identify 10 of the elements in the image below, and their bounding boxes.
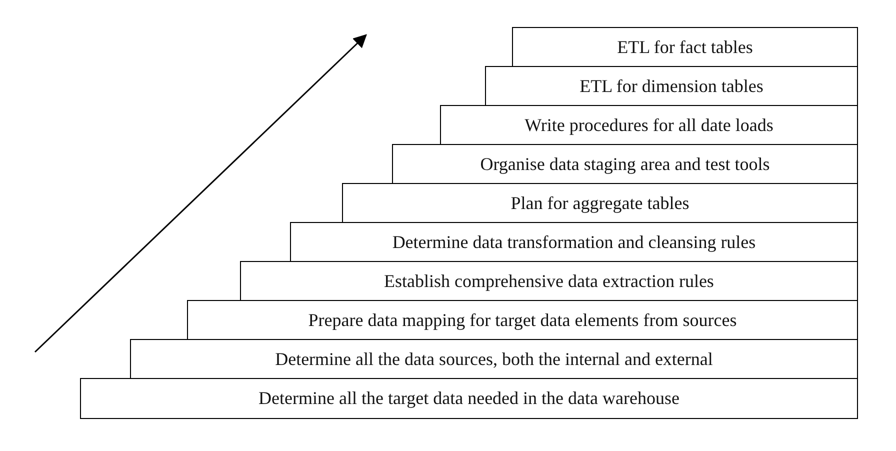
step-bar: ETL for dimension tables xyxy=(485,66,858,106)
step-bar: Determine all the data sources, both the internal and external xyxy=(130,339,858,380)
step-bar: Determine all the target data needed in the data warehouse xyxy=(80,378,858,418)
step-bar: Organise data staging area and test tools xyxy=(392,144,858,184)
step-bar: Determine data transformation and cleansing rules xyxy=(290,222,858,262)
step-bar: ETL for fact tables xyxy=(512,27,858,68)
step-bar: Write procedures for all date loads xyxy=(440,105,858,146)
step-bar: Plan for aggregate tables xyxy=(342,183,858,224)
step-bar: Prepare data mapping for target data elements from sources xyxy=(187,300,858,340)
step-bar: Establish comprehensive data extraction rules xyxy=(240,261,858,302)
